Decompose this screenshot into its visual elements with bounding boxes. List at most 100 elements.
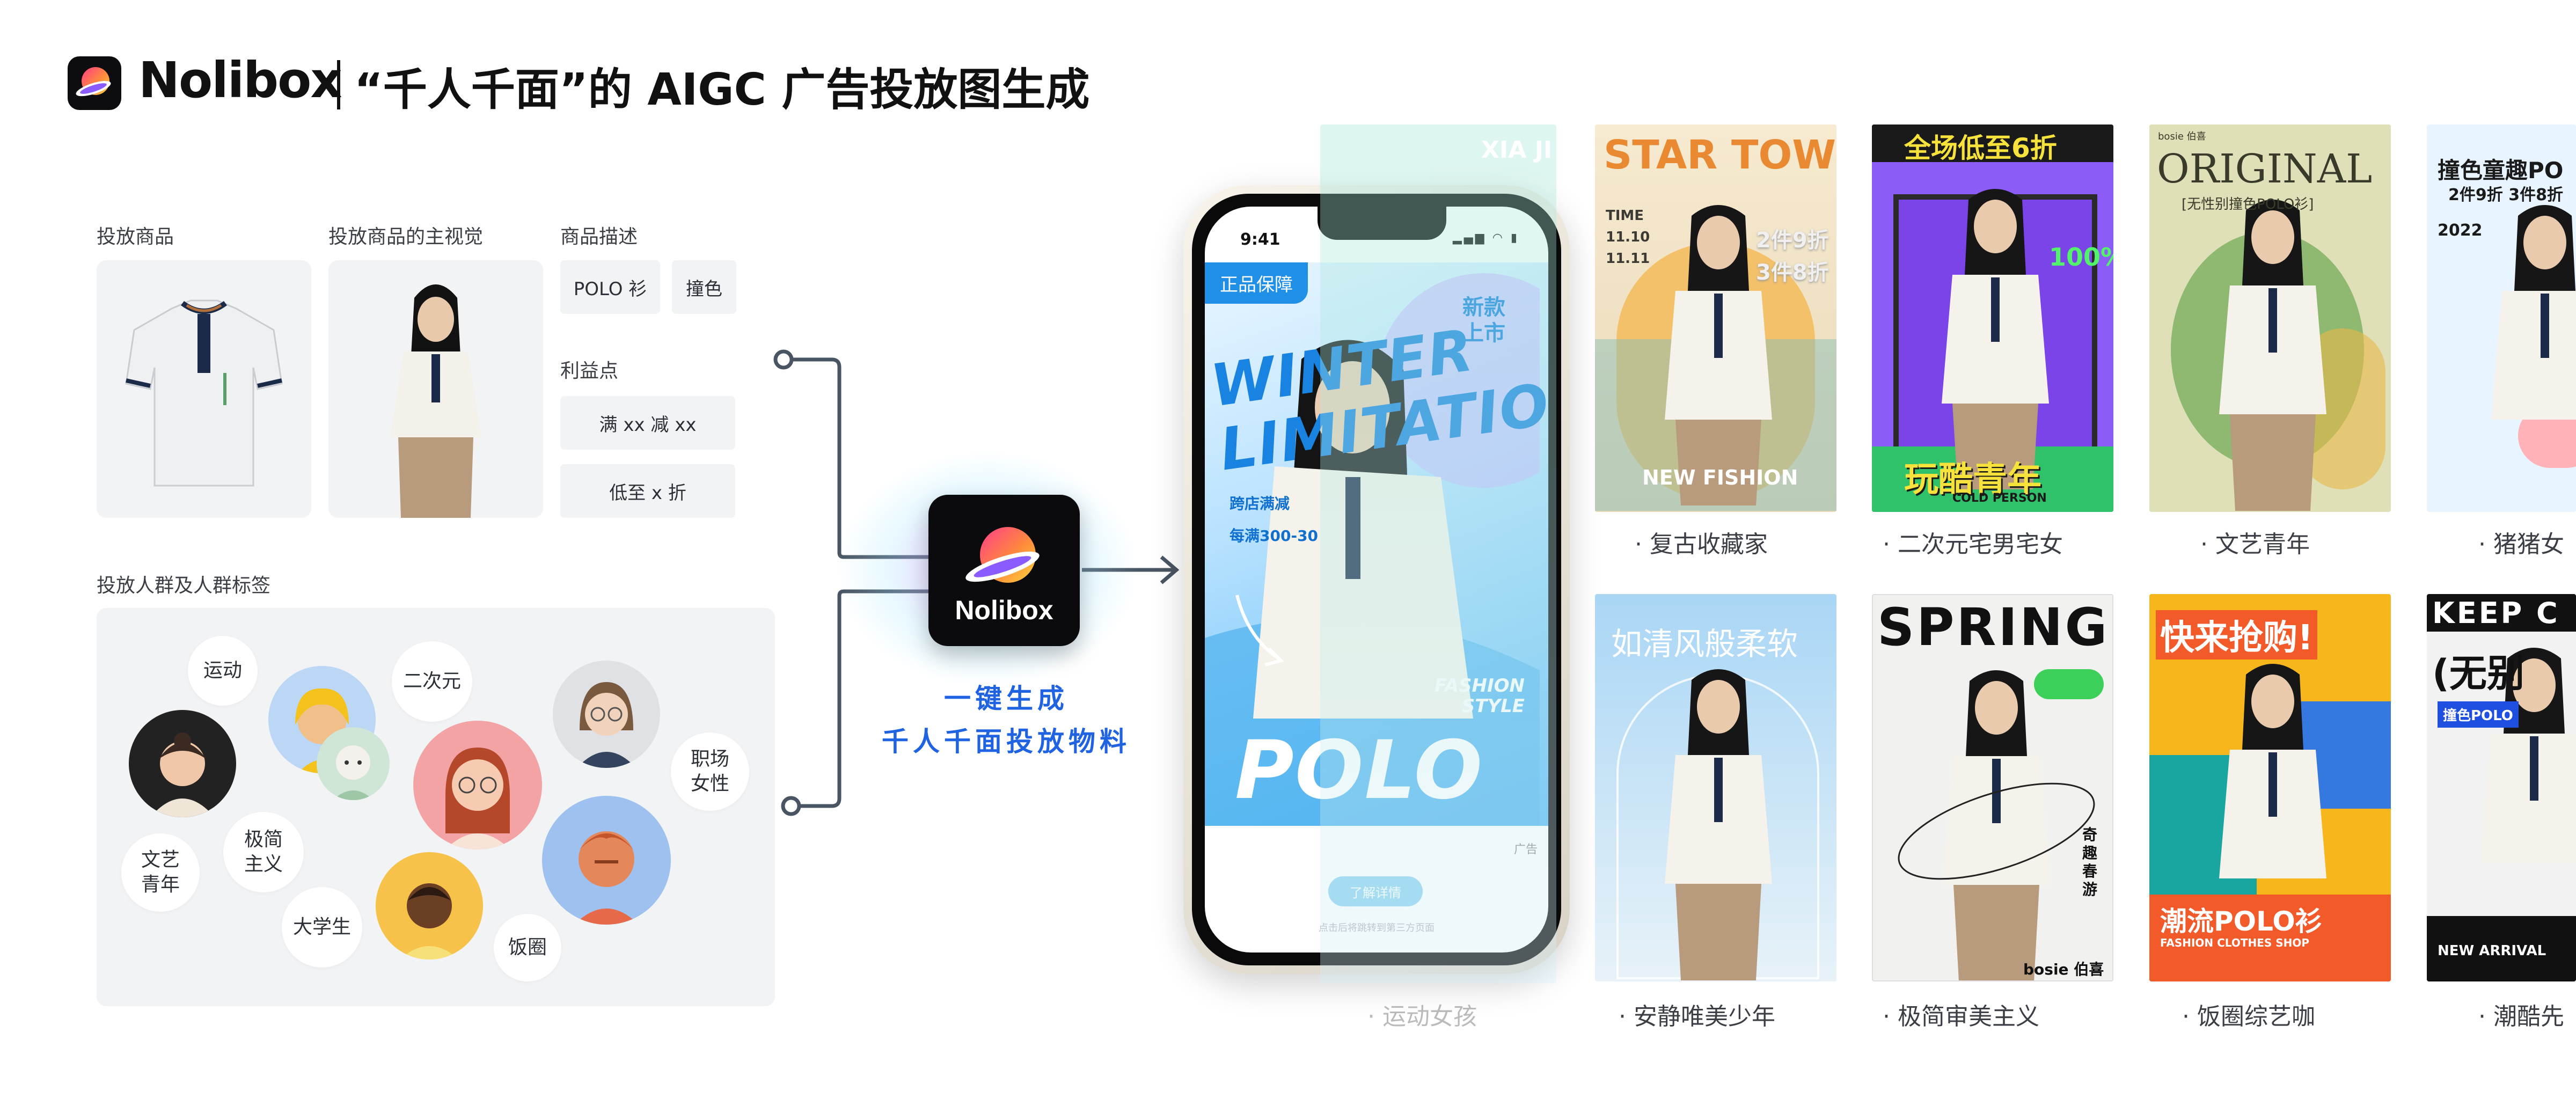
- benefit-tag-sale[interactable]: 低至 x 折: [560, 464, 735, 518]
- poster-brand: bosie 伯喜: [2158, 131, 2206, 142]
- poster-piggy-girl[interactable]: 撞色童趣PO 2件9折 3件8折 2022: [2427, 124, 2576, 512]
- poster-headline: 如清风般柔软: [1611, 626, 1798, 662]
- poster-sub: NEW ARRIVAL: [2438, 943, 2546, 959]
- poster-headline: ORIGINAL: [2157, 146, 2373, 192]
- poster-label-text: 极简审美主义: [1897, 1003, 2039, 1030]
- model-figure: [2219, 200, 2326, 511]
- phone-screen: 9:41 ▂▄▆ ◠ ▮ 正品保障 WINTER LIMITATION 新款: [1205, 207, 1548, 953]
- poster-label-text: 运动女孩: [1382, 1003, 1477, 1030]
- poster-cool-trend[interactable]: KEEP C (无别 撞色POLO NEW ARRIVAL: [2427, 594, 2576, 981]
- phone-bezel: 9:41 ▂▄▆ ◠ ▮ 正品保障 WINTER LIMITATION 新款: [1192, 194, 1561, 965]
- poster-year: 2022: [2438, 221, 2483, 240]
- app-name: Nolibox: [955, 595, 1053, 625]
- poster-label-text: 安静唯美少年: [1633, 1003, 1775, 1030]
- audience-card: 运动 二次元 极简主义 文艺青年 职场女性 大学生 饭圈: [97, 608, 775, 1006]
- poster-headline: SPRING: [1877, 597, 2110, 657]
- poster-sub: COLD PERSON: [1952, 492, 2047, 505]
- poster-subtitle: [无性别撞色POLO衫]: [2182, 196, 2314, 213]
- poster-sporty-girl[interactable]: XIA JI: [1320, 124, 1556, 983]
- fashion-style-text: FASHION STYLE: [1435, 676, 1525, 716]
- poster-headline: STAR TOWN: [1604, 132, 1836, 178]
- new-arrival-tag: 新款 上市: [1462, 295, 1505, 346]
- new-tag-line-1: 新款: [1462, 295, 1505, 320]
- nolibox-app-icon[interactable]: Nolibox: [928, 495, 1080, 646]
- description-label: 商品描述: [560, 226, 638, 248]
- poster-side-text: 奇趣春游: [2082, 826, 2098, 898]
- poster-time: TIME 11.10 11.11: [1606, 208, 1650, 267]
- poster-footer: NEW FISHION: [1642, 466, 1798, 489]
- audience-tag-minimalist[interactable]: 极简主义: [223, 812, 304, 892]
- poster-headline: 快来抢购!: [2156, 610, 2318, 660]
- ad-label: 广告: [1513, 843, 1538, 856]
- poster-headline: 全场低至6折: [1904, 133, 2057, 164]
- poster-label: · 猪猪女: [2478, 531, 2564, 558]
- audience-tag-fan-circle[interactable]: 饭圈: [494, 914, 561, 981]
- description-tag-polo[interactable]: POLO 衫: [560, 260, 660, 314]
- poster-promo: 2件9折 3件8折: [1756, 228, 1829, 285]
- phone-mockup: 9:41 ▂▄▆ ◠ ▮ 正品保障 WINTER LIMITATION 新款: [1183, 185, 1570, 974]
- main-visual-card[interactable]: [328, 260, 543, 518]
- model-photo: [390, 284, 481, 518]
- persona-avatar: [542, 796, 671, 925]
- audience-tag-anime[interactable]: 二次元: [392, 641, 472, 722]
- persona-avatar: [317, 727, 390, 800]
- phone-notch: [1318, 207, 1446, 240]
- poster-label: · 复古收藏家: [1635, 531, 1768, 558]
- ad-banner[interactable]: 正品保障 WINTER LIMITATION 新款 上市 跨店满减 每满300-…: [1205, 262, 1548, 826]
- poster-brand: bosie 伯喜: [2023, 961, 2104, 978]
- poster-minimalist[interactable]: SPRING 奇趣春游 bosie 伯喜: [1872, 594, 2113, 981]
- fashion-line-1: FASHION: [1434, 675, 1525, 697]
- poster-label: · 文艺青年: [2200, 531, 2310, 558]
- model-figure: [1665, 669, 1772, 980]
- persona-avatar: [376, 852, 483, 959]
- brand-name: Nolibox: [138, 52, 342, 109]
- main-visual-label: 投放商品的主视觉: [328, 226, 484, 248]
- poster-title: (无别: [2432, 651, 2524, 695]
- poster-footer: 玩酷青年: [1904, 460, 2041, 500]
- poster-label-text: 潮酷先: [2493, 1003, 2564, 1030]
- model-figure: [2480, 648, 2576, 862]
- polo-title: POLO衫: [1235, 724, 1484, 817]
- signal-wifi-battery-icon: ▂▄▆ ◠ ▮: [1452, 231, 1519, 245]
- nolibox-logo-icon: Nolibox: [955, 527, 1053, 625]
- audience-tag-literary-youth[interactable]: 文艺青年: [121, 833, 200, 912]
- model-figure: [1665, 205, 1772, 505]
- product-image-card[interactable]: [97, 260, 311, 518]
- audience-label: 投放人群及人群标签: [97, 575, 271, 597]
- audience-tag-sport[interactable]: 运动: [188, 636, 258, 706]
- poster-fan-variety[interactable]: 快来抢购! 潮流POLO衫 FASHION CLOTHES SHOP: [2149, 594, 2391, 981]
- poster-promo: 100%: [2049, 243, 2113, 272]
- nolibox-logo-icon: [68, 56, 121, 110]
- poster-label: · 极简审美主义: [1883, 1003, 2039, 1030]
- description-tag-color-block[interactable]: 撞色: [672, 260, 736, 314]
- ellipse-decoration: [1898, 782, 2095, 880]
- poster-anime-fans[interactable]: 全场低至6折 100% 玩酷青年 COLD PERSON: [1872, 124, 2113, 512]
- center-caption: 一键生成 千人千面投放物料: [859, 677, 1154, 763]
- poster-label: · 安静唯美少年: [1619, 1003, 1775, 1030]
- poster-label-text: 复古收藏家: [1649, 531, 1768, 558]
- polo-shirt-image: [125, 299, 283, 487]
- poster-label: · 运动女孩: [1367, 1003, 1477, 1030]
- ad-promo: 跨店满减 每满300-30: [1230, 488, 1318, 552]
- poster-promo: 2件9折 3件8折: [2448, 186, 2563, 204]
- status-time: 9:41: [1240, 230, 1280, 249]
- poster-retro-collector[interactable]: STAR TOWN TIME 11.10 11.11 2件9折 3件8折 NEW…: [1595, 124, 1836, 512]
- new-tag-line-2: 上市: [1462, 321, 1505, 346]
- poster-literary-youth[interactable]: ORIGINAL [无性别撞色POLO衫] bosie 伯喜: [2149, 124, 2391, 512]
- model-figure: [1943, 670, 2050, 980]
- audience-tag-college-students[interactable]: 大学生: [282, 887, 362, 968]
- page-title: “千人千面”的 AIGC 广告投放图生成: [354, 64, 1090, 115]
- authentic-guarantee-badge: 正品保障: [1205, 262, 1308, 304]
- audience-tag-career-women[interactable]: 职场女性: [671, 732, 749, 811]
- poster-label: · 潮酷先: [2478, 1003, 2564, 1030]
- poster-label-text: 猪猪女: [2493, 531, 2564, 558]
- learn-more-button[interactable]: 了解详情: [1328, 876, 1423, 906]
- model-figure: [2491, 205, 2576, 420]
- model-figure: [2219, 664, 2326, 878]
- poster-headline: XIA JI: [1481, 136, 1553, 164]
- benefit-tag-discount[interactable]: 满 xx 减 xx: [560, 396, 735, 450]
- model-figure: [1942, 189, 2049, 489]
- poster-quiet-youth[interactable]: 如清风般柔软: [1595, 594, 1836, 981]
- poster-label: · 饭圈综艺咖: [2182, 1003, 2315, 1030]
- benefit-label: 利益点: [560, 360, 619, 382]
